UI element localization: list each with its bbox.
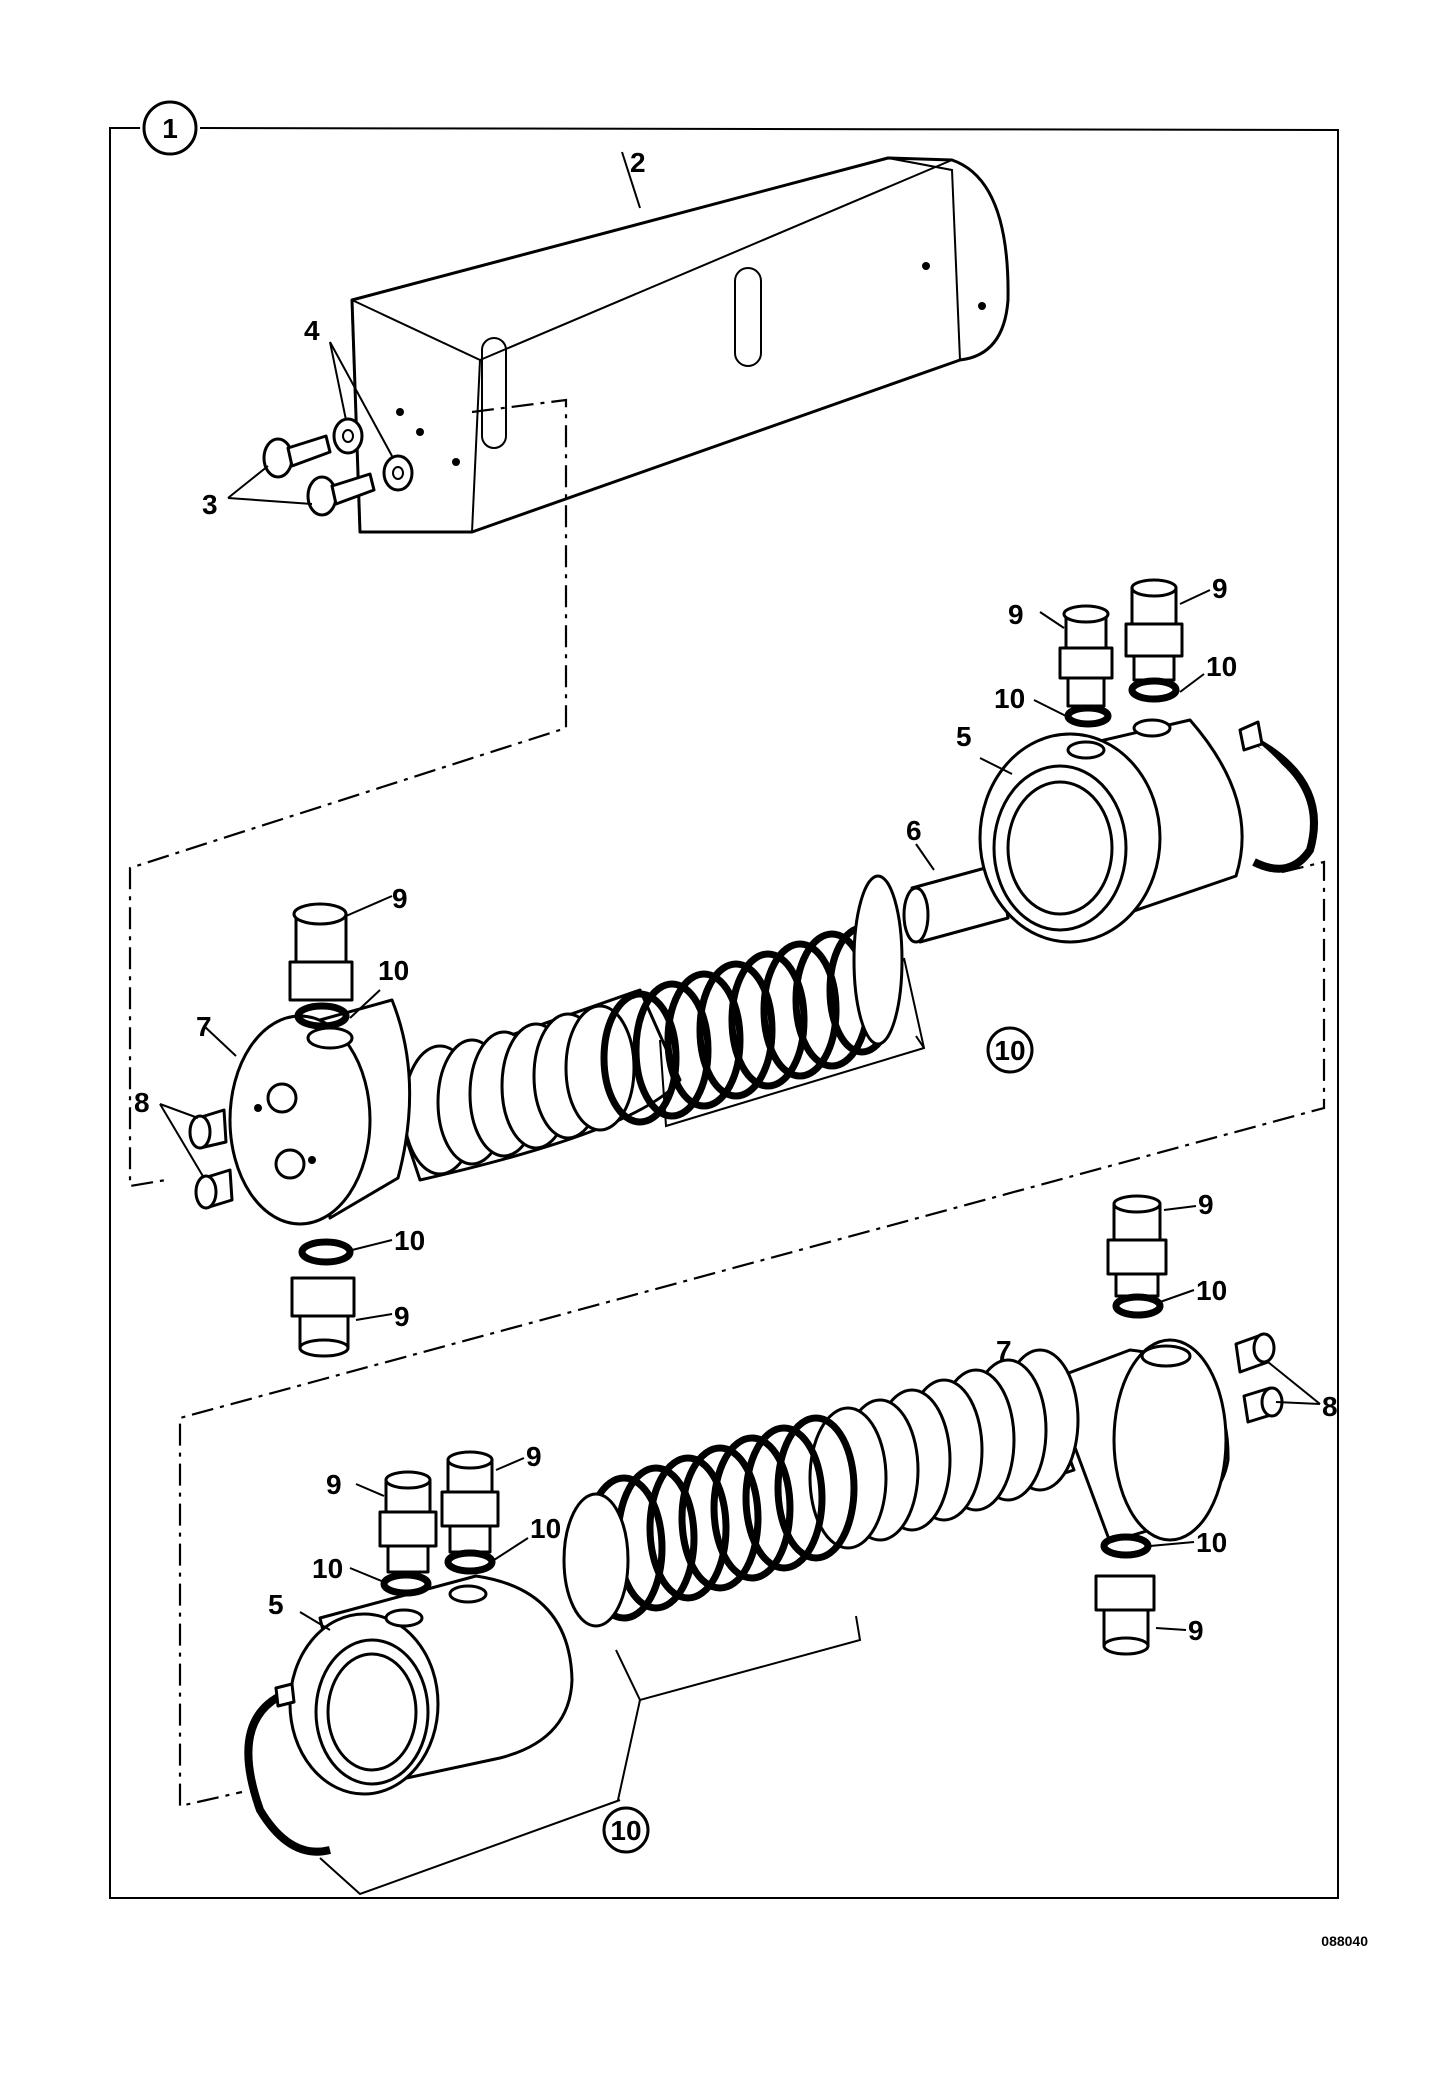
callout-bracket: 2 (630, 147, 646, 178)
callout-cap-seal-right: 10 (1206, 651, 1237, 682)
upper-pin: 6 (902, 815, 1010, 944)
callout-seal-kit-upper: 10 (994, 1035, 1025, 1066)
assembly-frame: 1 (109, 100, 1339, 1899)
upper-body-fittings: 9 10 10 9 (288, 883, 425, 1358)
callout-lower-end-cap: 5 (268, 1589, 284, 1620)
callout-lower-cap-adapter-left: 9 (326, 1469, 342, 1500)
upper-body: 7 (196, 998, 412, 1226)
callout-lower-cap-seal-left: 10 (312, 1553, 343, 1584)
callout-upper-adapter-top: 9 (392, 883, 408, 914)
upper-spring-stack: 10 (398, 874, 1034, 1182)
callout-washers: 4 (304, 315, 320, 346)
upper-end-cap-fittings: 9 10 9 10 (994, 573, 1237, 760)
callout-lower-body: 7 (996, 1335, 1012, 1366)
assembly-number: 1 (162, 113, 178, 144)
assembly-leaders (128, 398, 1326, 1808)
callout-lower-body-seal-bottom: 10 (1196, 1527, 1227, 1558)
callout-cap-adapter-left: 9 (1008, 599, 1024, 630)
callout-lower-body-adapter-top: 9 (1198, 1189, 1214, 1220)
callout-upper-end-cap: 5 (956, 721, 972, 752)
callout-seal-kit-lower: 10 (610, 1815, 641, 1846)
upper-end-cap: 5 (956, 718, 1318, 944)
upper-cylinder-assembly: 10 7 8 (134, 573, 1318, 1358)
callout-lower-plugs: 8 (1322, 1391, 1338, 1422)
lower-cylinder-assembly: 7 8 9 10 10 (244, 1189, 1338, 1896)
callout-pin: 6 (906, 815, 922, 846)
callout-lower-body-seal-top: 10 (1196, 1275, 1227, 1306)
fasteners: 4 3 (202, 315, 414, 520)
callout-upper-adapter-bottom: 9 (394, 1301, 410, 1332)
lower-body: 7 (996, 1335, 1230, 1544)
callout-lower-cap-adapter-right: 9 (526, 1441, 542, 1472)
mounting-bracket: 2 (350, 147, 1010, 534)
upper-plugs: 8 (134, 1087, 234, 1210)
callout-lower-body-adapter-bottom: 9 (1188, 1615, 1204, 1646)
callout-upper-seal-top: 10 (378, 955, 409, 986)
callout-upper-body: 7 (196, 1011, 212, 1042)
callout-cap-seal-left: 10 (994, 683, 1025, 714)
callout-upper-seal-bottom: 10 (394, 1225, 425, 1256)
callout-cap-adapter-right: 9 (1212, 573, 1228, 604)
drawing-reference: 088040 (1321, 1933, 1368, 1949)
lower-end-cap: 5 (244, 1574, 621, 1896)
lower-plugs: 8 (1234, 1332, 1338, 1424)
lower-body-fittings: 9 10 10 9 (1094, 1189, 1227, 1656)
lower-spring-stack: 10 (562, 1348, 1080, 1854)
callout-screws: 3 (202, 489, 218, 520)
lower-end-cap-fittings: 9 10 9 10 (312, 1441, 561, 1628)
callout-upper-plugs: 8 (134, 1087, 150, 1118)
callout-lower-cap-seal-right: 10 (530, 1513, 561, 1544)
